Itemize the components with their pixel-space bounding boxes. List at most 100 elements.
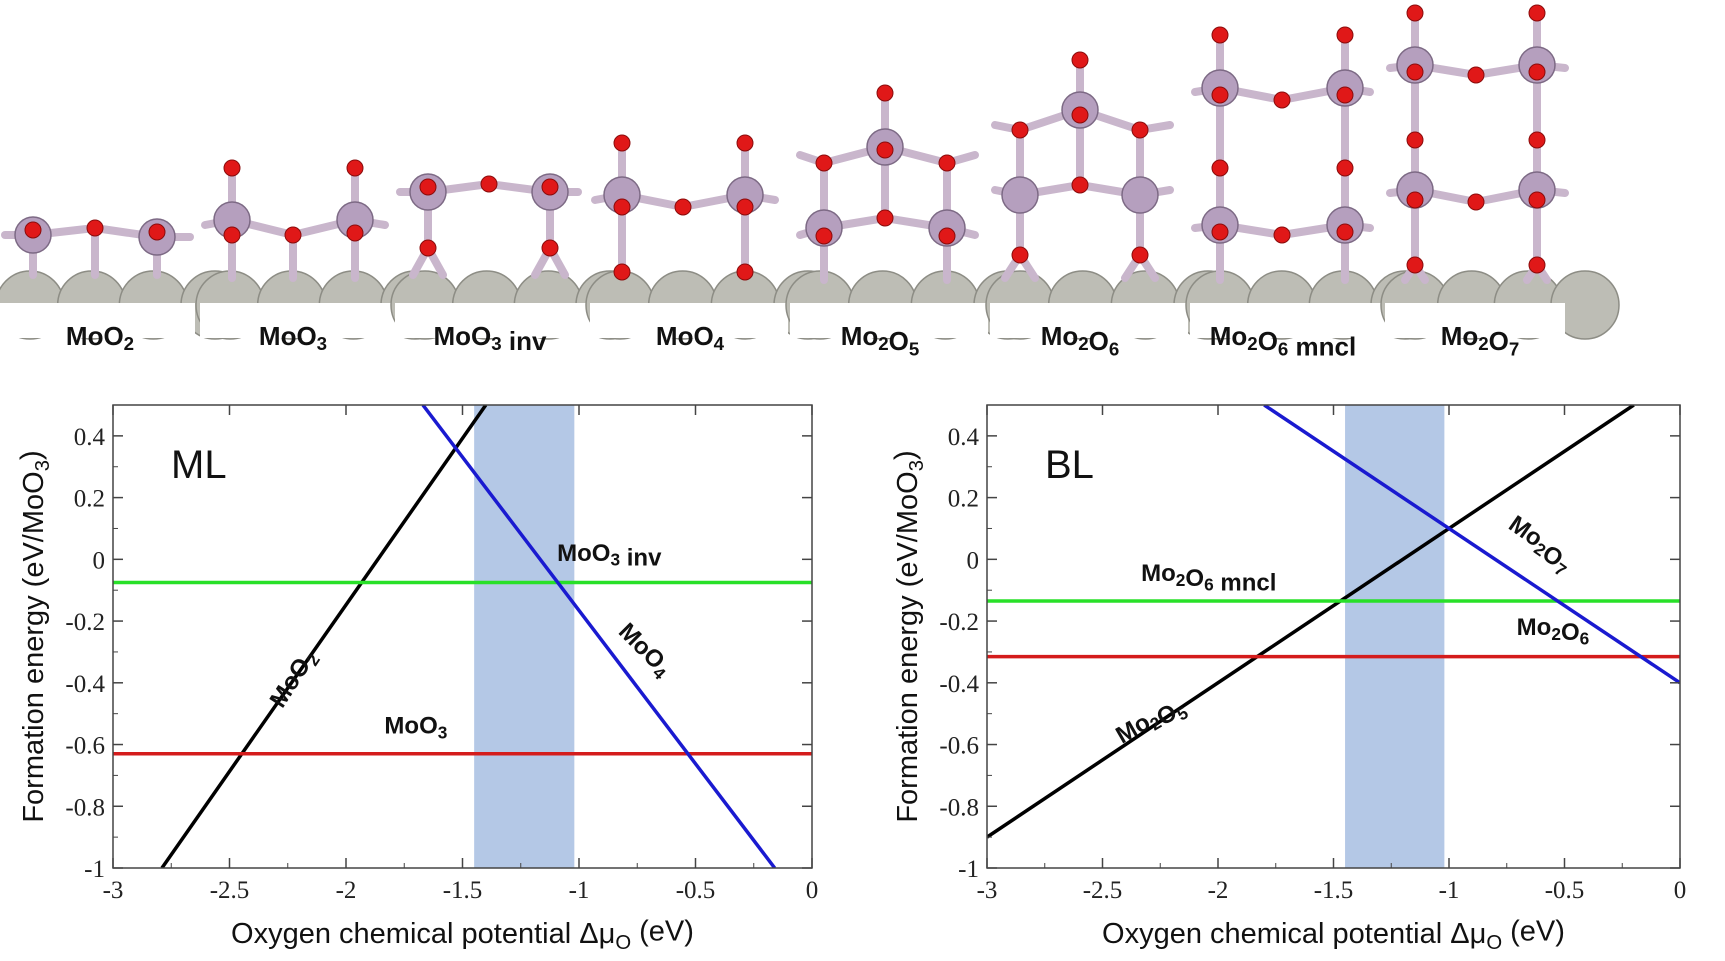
x-tick-label: -2.5 xyxy=(1083,877,1123,904)
y-tick-label: -0.6 xyxy=(939,733,979,760)
structure-label: Mo2O6 mncl xyxy=(1210,321,1357,361)
x-tick-label: -1 xyxy=(1439,877,1460,904)
y-tick-label: -0.8 xyxy=(939,794,979,821)
o-atom xyxy=(1406,4,1424,22)
series-label: Mo2O6 mncl xyxy=(1141,560,1276,597)
o-atom xyxy=(1211,86,1229,104)
x-tick-label: -0.5 xyxy=(1545,877,1585,904)
y-tick-label: 0.4 xyxy=(948,424,980,451)
series-label: MoO4 xyxy=(611,618,677,684)
o-atom xyxy=(223,226,241,244)
o-atom xyxy=(1336,86,1354,104)
structure-label: Mo2O7 xyxy=(1441,321,1520,359)
x-tick-label: -0.5 xyxy=(676,877,716,904)
x-tick-label: -1.5 xyxy=(1314,877,1354,904)
o-atom xyxy=(1211,26,1229,44)
o-atom xyxy=(1211,159,1229,177)
y-tick-label: -0.2 xyxy=(939,609,979,636)
o-atom xyxy=(815,227,833,245)
o-atom xyxy=(736,134,754,152)
substrate-mask xyxy=(1385,303,1565,338)
o-atom xyxy=(24,221,42,239)
o-atom xyxy=(1071,51,1089,69)
o-atom xyxy=(148,223,166,241)
o-atom xyxy=(1336,159,1354,177)
x-tick-label: -2 xyxy=(336,877,357,904)
panel-label: ML xyxy=(171,443,227,487)
x-axis-title: Oxygen chemical potential ΔμO (eV) xyxy=(231,915,694,954)
structure-label: MoO2 xyxy=(66,321,134,354)
y-axis-title: Formation energy (eV/MoO3) xyxy=(889,450,928,822)
mo-atom xyxy=(1121,176,1159,214)
o-atom xyxy=(938,227,956,245)
series-label: MoO2 xyxy=(265,645,324,714)
y-tick-label: 0 xyxy=(967,547,980,574)
o-atom xyxy=(1336,26,1354,44)
substrate-mask xyxy=(790,303,988,338)
o-atom xyxy=(1528,191,1546,209)
o-atom xyxy=(223,159,241,177)
o-atom xyxy=(815,154,833,172)
x-tick-label: 0 xyxy=(806,877,819,904)
structure-label: MoO3 xyxy=(259,321,327,354)
substrate-mask xyxy=(590,303,788,338)
x-tick-label: -2 xyxy=(1208,877,1229,904)
o-atom xyxy=(876,209,894,227)
o-atom xyxy=(1011,246,1029,264)
o-atom xyxy=(1131,246,1149,264)
o-atom xyxy=(613,198,631,216)
o-atom xyxy=(1071,176,1089,194)
y-tick-label: 0.2 xyxy=(74,486,105,513)
o-atom xyxy=(674,198,692,216)
o-atom xyxy=(1467,66,1485,84)
substrate-mask xyxy=(200,303,395,338)
o-atom xyxy=(1467,193,1485,211)
o-atom xyxy=(1273,226,1291,244)
o-atom xyxy=(541,239,559,257)
series-line-Mo2O5 xyxy=(987,405,1635,839)
substrate-mask xyxy=(1190,303,1385,338)
o-atom xyxy=(1071,106,1089,124)
structure-label: Mo2O5 xyxy=(841,321,920,359)
o-atom xyxy=(480,175,498,193)
atomic-structures-strip xyxy=(0,4,1620,340)
y-tick-label: -1 xyxy=(84,856,105,883)
shaded-band xyxy=(1345,405,1445,868)
x-tick-label: 0 xyxy=(1674,877,1687,904)
o-atom xyxy=(1011,121,1029,139)
series-line-MoO4 xyxy=(421,405,777,868)
y-tick-label: 0.4 xyxy=(74,424,106,451)
o-atom xyxy=(541,178,559,196)
o-atom xyxy=(1528,131,1546,149)
o-atom xyxy=(346,159,364,177)
x-axis-title: Oxygen chemical potential ΔμO (eV) xyxy=(1102,915,1565,954)
series-label: MoO3 xyxy=(384,713,447,743)
o-atom xyxy=(1273,91,1291,109)
o-atom xyxy=(419,239,437,257)
structure-label: Mo2O6 xyxy=(1041,321,1120,359)
x-tick-label: -3 xyxy=(977,877,998,904)
o-atom xyxy=(1336,223,1354,241)
substrate-mask xyxy=(395,303,590,338)
x-tick-label: -1 xyxy=(569,877,590,904)
o-atom xyxy=(613,134,631,152)
structure-label: MoO3 inv xyxy=(434,321,548,356)
o-atom xyxy=(1406,131,1424,149)
o-atom xyxy=(419,178,437,196)
y-tick-label: -0.2 xyxy=(65,609,105,636)
y-tick-label: 0.2 xyxy=(948,486,979,513)
x-tick-label: -3 xyxy=(103,877,124,904)
y-axis-title: Formation energy (eV/MoO3) xyxy=(15,450,54,822)
o-atom xyxy=(613,263,631,281)
o-atom xyxy=(1131,121,1149,139)
o-atom xyxy=(1528,63,1546,81)
series-line-Mo2O7 xyxy=(1263,405,1680,685)
shaded-band xyxy=(474,405,575,868)
y-tick-label: 0 xyxy=(93,547,106,574)
y-tick-label: -1 xyxy=(958,856,979,883)
o-atom xyxy=(938,154,956,172)
x-tick-label: -1.5 xyxy=(443,877,483,904)
